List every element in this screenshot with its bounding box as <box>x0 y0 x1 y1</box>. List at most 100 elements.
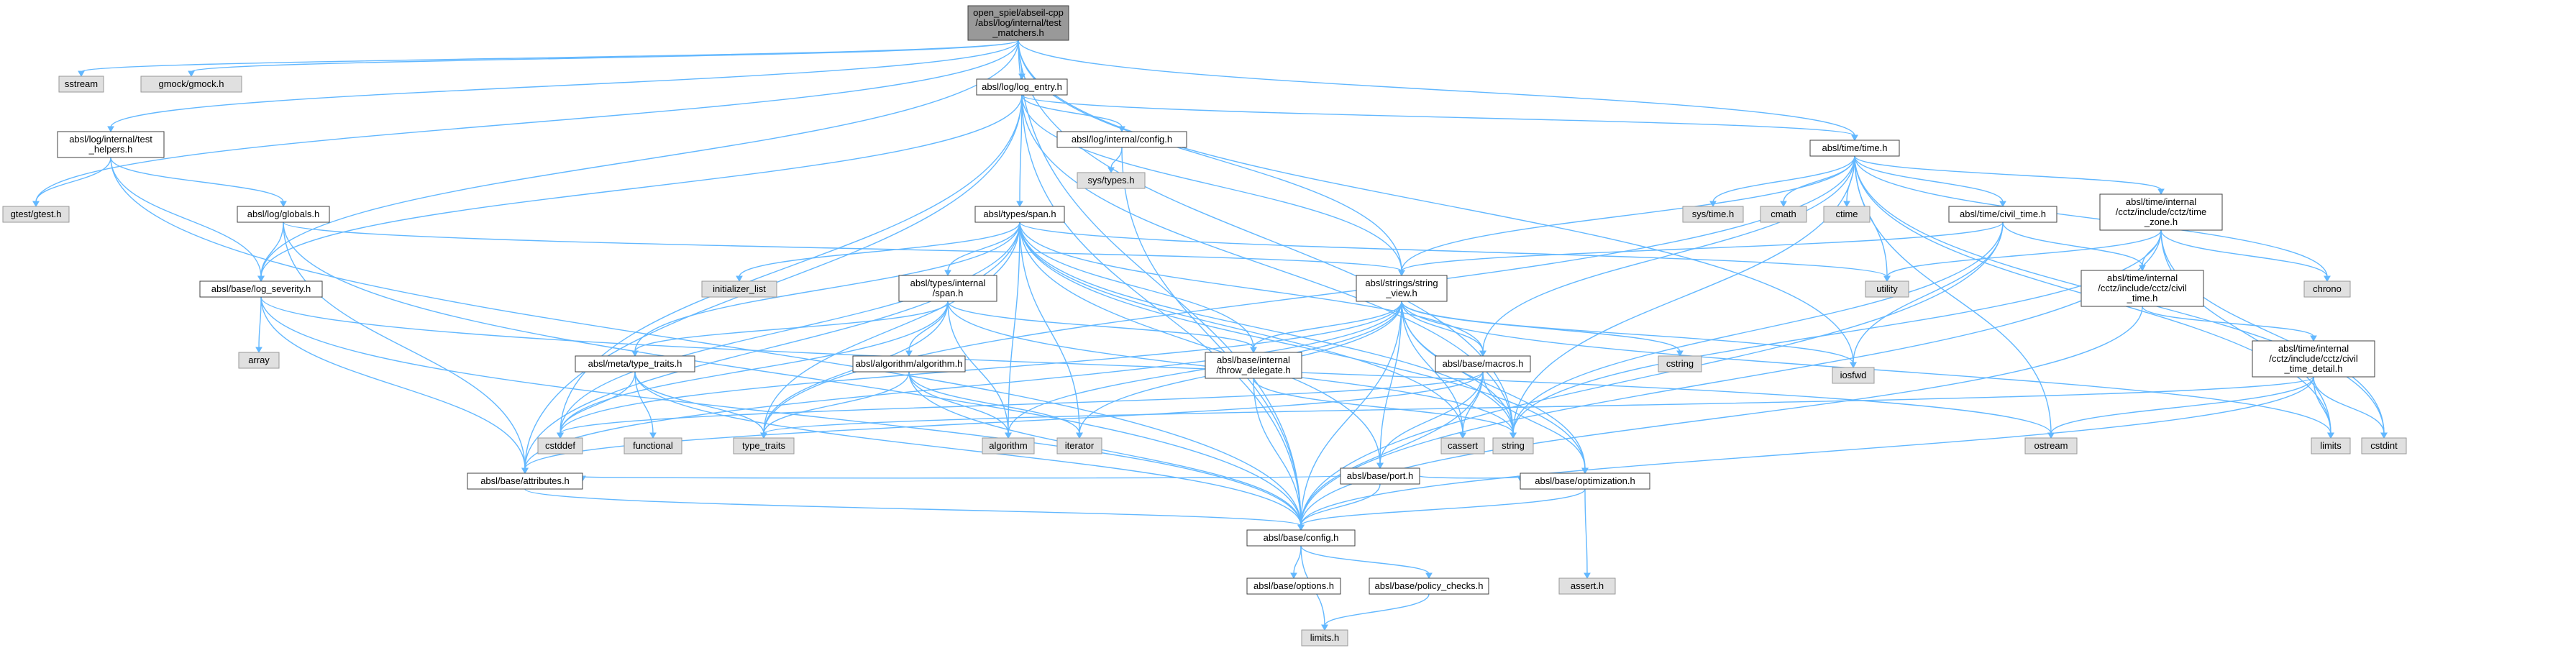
node-label-line: _matchers.h <box>992 27 1044 38</box>
node-type-traits: type_traits <box>733 437 795 455</box>
node-label-line: /span.h <box>933 288 964 298</box>
edge-config-to-policy_checks <box>1300 545 1433 580</box>
node-time[interactable]: absl/time/time.h <box>1809 140 1900 157</box>
node-label-line: _time.h <box>2127 293 2158 303</box>
node-log-config[interactable]: absl/log/internal/config.h <box>1056 131 1187 148</box>
node-log-entry[interactable]: absl/log/log_entry.h <box>976 78 1068 96</box>
node-config[interactable]: absl/base/config.h <box>1246 529 1356 547</box>
node-label-line: absl/time/internal <box>2278 343 2349 354</box>
edge-attributes-to-config <box>524 488 1305 531</box>
edge-log_severity-to-attributes <box>260 296 529 475</box>
node-span[interactable]: absl/types/span.h <box>974 206 1065 223</box>
edge-globals-to-config <box>283 222 1305 531</box>
node-assert: assert.h <box>1558 577 1616 595</box>
edge-test_helpers-to-globals <box>110 157 287 208</box>
node-globals[interactable]: absl/log/globals.h <box>237 206 330 223</box>
edge-macros-to-port <box>1376 371 1484 470</box>
node-label-line: _zone.h <box>2144 216 2178 227</box>
node-label-line: sys/types.h <box>1087 175 1134 186</box>
node-box <box>1832 367 1875 384</box>
node-label-line: string <box>1502 440 1525 451</box>
node-limits: limits <box>2311 437 2351 455</box>
node-log-severity[interactable]: absl/base/log_severity.h <box>199 280 323 298</box>
node-algorithm-h[interactable]: absl/algorithm/algorithm.h <box>852 355 966 373</box>
node-box <box>1865 280 1909 298</box>
node-box <box>2303 280 2351 298</box>
node-civil-time[interactable]: absl/time/civil_time.h <box>1948 206 2057 223</box>
node-box <box>238 352 280 369</box>
node-label-line: absl/base/policy_checks.h <box>1374 580 1483 591</box>
edge-log_severity-to-config <box>260 296 1305 531</box>
node-box <box>1658 355 1702 373</box>
node-box <box>898 275 997 302</box>
node-time-zone[interactable]: absl/time/internal/cctz/include/cctz/tim… <box>2099 193 2223 231</box>
node-box <box>974 206 1065 223</box>
node-attributes[interactable]: absl/base/attributes.h <box>467 472 583 490</box>
node-box <box>1077 172 1146 189</box>
node-type-traits-h[interactable]: absl/meta/type_traits.h <box>575 355 695 373</box>
node-box <box>852 355 966 373</box>
edge-civil_time_detail-to-cstdint <box>2313 376 2388 439</box>
node-options[interactable]: absl/base/options.h <box>1246 577 1341 595</box>
node-label-line: absl/base/internal <box>1217 355 1290 365</box>
node-box <box>1492 437 1534 455</box>
node-label-line: absl/log/log_entry.h <box>982 81 1062 92</box>
node-cctz-civil-time[interactable]: absl/time/internal/cctz/include/cctz/civ… <box>2081 270 2204 307</box>
node-box <box>976 78 1068 96</box>
node-test-helpers[interactable]: absl/log/internal/test_helpers.h <box>57 131 165 158</box>
node-label-line: /absl/log/internal/test <box>975 17 1061 28</box>
edge-test_helpers-to-gtest <box>32 157 111 208</box>
node-label-line: absl/time/time.h <box>1822 142 1887 153</box>
node-throw-delegate[interactable]: absl/base/internal/throw_delegate.h <box>1205 352 1302 379</box>
edge-macros-to-cstddef <box>557 371 1484 439</box>
node-macros[interactable]: absl/base/macros.h <box>1435 355 1531 373</box>
edge-globals-to-attributes <box>283 222 529 475</box>
node-box <box>1246 529 1356 547</box>
node-label-line: /throw_delegate.h <box>1216 365 1290 375</box>
edge-time-to-cmath <box>1780 155 1855 208</box>
node-label-line: sys/time.h <box>1692 209 1735 219</box>
node-array: array <box>238 352 280 369</box>
edge-span-to-optimization <box>1019 222 1589 475</box>
node-box <box>733 437 795 455</box>
edge-optimization-to-assert <box>1584 488 1591 580</box>
edge-span_internal-to-type_traits_h <box>631 301 949 357</box>
node-box <box>1340 467 1420 485</box>
edge-globals-to-log_severity <box>257 222 284 283</box>
node-label-line: absl/base/options.h <box>1253 580 1334 591</box>
node-sstream: sstream <box>58 76 104 93</box>
node-ostream: ostream <box>2024 437 2078 455</box>
node-span-internal[interactable]: absl/types/internal/span.h <box>898 275 997 302</box>
node-optimization[interactable]: absl/base/optimization.h <box>1520 472 1650 490</box>
edge-type_traits_h-to-cstddef <box>557 371 636 439</box>
edge-algorithm_h-to-iterator <box>908 371 1083 439</box>
node-box <box>237 206 330 223</box>
node-box <box>140 76 242 93</box>
node-box <box>967 5 1069 41</box>
node-port[interactable]: absl/base/port.h <box>1340 467 1420 485</box>
node-label-line: chrono <box>2313 283 2342 294</box>
node-label-line: _view.h <box>1385 288 1417 298</box>
node-box <box>624 437 682 455</box>
node-box <box>2099 193 2223 231</box>
node-box <box>982 437 1035 455</box>
node-box <box>57 131 165 158</box>
edge-span-to-utility <box>1019 222 1891 283</box>
edge-type_traits_h-to-functional <box>634 371 657 439</box>
edge-log_entry-to-log_config <box>1021 94 1125 133</box>
node-label-line: _time_detail.h <box>2284 363 2343 374</box>
node-cstdint: cstdint <box>2361 437 2407 455</box>
node-label-line: absl/base/optimization.h <box>1535 475 1635 486</box>
node-box <box>1823 206 1871 223</box>
edge-log_severity-to-ostream <box>260 296 2055 439</box>
node-label-line: open_spiel/abseil-cpp <box>973 7 1064 18</box>
edge-globals-to-string_view <box>283 222 1405 277</box>
node-civil-time-detail[interactable]: absl/time/internal/cctz/include/cctz/civ… <box>2252 340 2375 378</box>
edge-time-to-chrono <box>1854 155 2331 283</box>
node-string-view[interactable]: absl/strings/string_view.h <box>1356 275 1448 302</box>
node-box <box>701 280 777 298</box>
node-policy-checks[interactable]: absl/base/policy_checks.h <box>1369 577 1489 595</box>
edge-log_entry-to-cstddef <box>557 94 1023 439</box>
node-box <box>1056 131 1187 148</box>
node-label-line: cstring <box>1666 358 1694 369</box>
